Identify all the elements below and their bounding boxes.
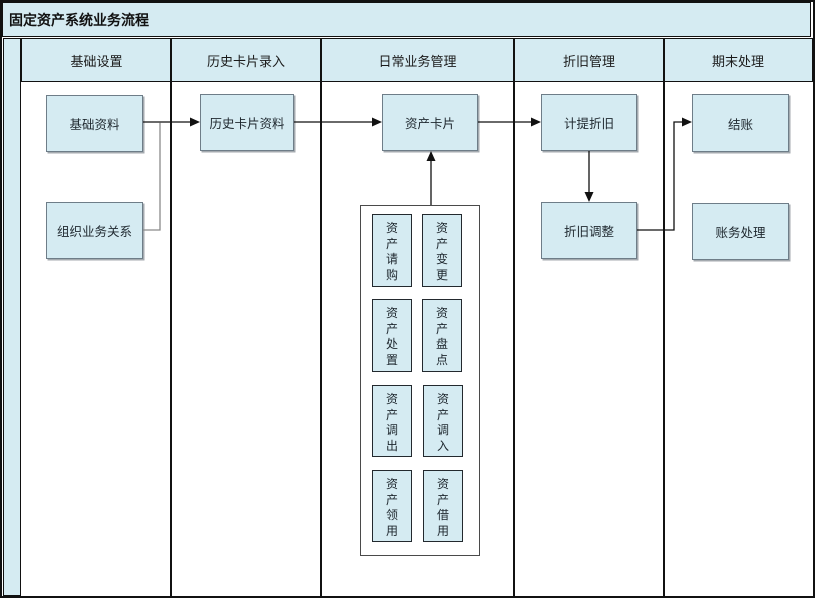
node-org-relation: 组织业务关系 [46,202,143,259]
node-depreciation-adjust: 折旧调整 [541,202,637,259]
lane-separator-2 [320,38,322,596]
lane-header-depreciation: 折旧管理 [513,38,665,82]
connector-orgrelation-join [143,122,161,231]
node-asset-inventory-label: 资产盘点 [435,306,448,367]
arrowhead-assetcard-bottom [426,151,436,161]
arrowhead-adjust [584,192,594,202]
phase-sidebar [3,38,21,596]
node-asset-card: 资产卡片 [382,94,478,151]
arrowhead-closing [682,117,692,127]
arrowhead-accrue [531,117,541,127]
node-asset-requisition-label: 资产请购 [385,221,398,282]
node-asset-change-label: 资产变更 [435,221,448,282]
arrowhead-historycard [190,117,200,127]
node-asset-transfer-out-label: 资产调出 [385,392,398,453]
node-asset-change: 资产变更 [422,214,462,287]
node-asset-transfer-in: 资产调入 [423,385,463,457]
node-asset-borrowing: 资产借用 [423,470,463,542]
lane-separator-1 [170,38,172,596]
node-asset-transfer-out: 资产调出 [372,385,412,457]
connector-adjust-closing [637,121,683,231]
node-asset-inventory: 资产盘点 [422,299,462,372]
lane-header-basic-settings: 基础设置 [21,38,172,82]
node-asset-disposal-label: 资产处置 [385,306,398,367]
lane-header-history-card-entry: 历史卡片录入 [170,38,322,82]
lane-header-daily-business: 日常业务管理 [320,38,515,82]
diagram-title-bar: 固定资产系统业务流程 [2,2,811,37]
lane-separator-4 [663,38,665,596]
node-asset-disposal: 资产处置 [372,299,412,372]
node-history-card: 历史卡片资料 [200,94,294,151]
node-asset-borrowing-label: 资产借用 [436,477,449,538]
diagram-title: 固定资产系统业务流程 [9,11,149,28]
lane-header-period-end: 期末处理 [663,38,813,82]
arrowhead-assetcard [372,117,382,127]
lane-separator-3 [513,38,515,596]
node-asset-collection: 资产领用 [372,470,412,542]
node-accrue-depreciation: 计提折旧 [541,94,637,151]
node-account-processing: 账务处理 [692,203,789,260]
node-asset-collection-label: 资产领用 [385,477,398,538]
node-asset-requisition: 资产请购 [372,214,412,287]
node-closing: 结账 [692,94,789,152]
node-asset-transfer-in-label: 资产调入 [436,392,449,453]
node-basic-data: 基础资料 [46,95,143,152]
